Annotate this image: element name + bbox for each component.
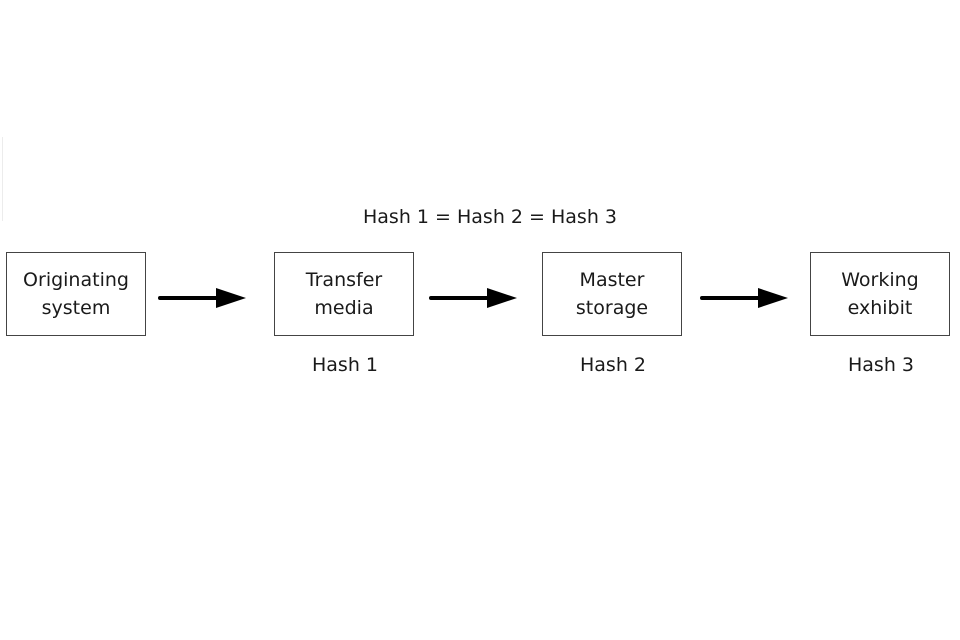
stage-label-line1: Originating bbox=[23, 269, 129, 291]
stage-label-line1: Transfer bbox=[305, 269, 383, 291]
arrow-right-icon bbox=[700, 288, 788, 308]
stage-box-master-storage: Master storage bbox=[542, 252, 682, 336]
edge-divider bbox=[2, 137, 3, 221]
hash-label-3: Hash 3 bbox=[848, 354, 914, 376]
stage-label-line2: exhibit bbox=[847, 297, 913, 319]
stage-box-transfer-media: Transfer media bbox=[274, 252, 414, 336]
stage-label-line2: storage bbox=[575, 297, 649, 319]
hash-label-2: Hash 2 bbox=[580, 354, 646, 376]
stage-box-originating-system: Originating system bbox=[6, 252, 146, 336]
stage-label-line1: Master bbox=[579, 269, 645, 291]
stage-label-line2: system bbox=[41, 297, 111, 319]
hash-equation: Hash 1 = Hash 2 = Hash 3 bbox=[363, 206, 617, 228]
stage-label-line1: Working bbox=[841, 269, 919, 291]
stage-box-working-exhibit: Working exhibit bbox=[810, 252, 950, 336]
arrow-right-icon bbox=[158, 288, 246, 308]
hash-label-1: Hash 1 bbox=[312, 354, 378, 376]
stage-label-line2: media bbox=[314, 297, 374, 319]
arrow-right-icon bbox=[429, 288, 517, 308]
